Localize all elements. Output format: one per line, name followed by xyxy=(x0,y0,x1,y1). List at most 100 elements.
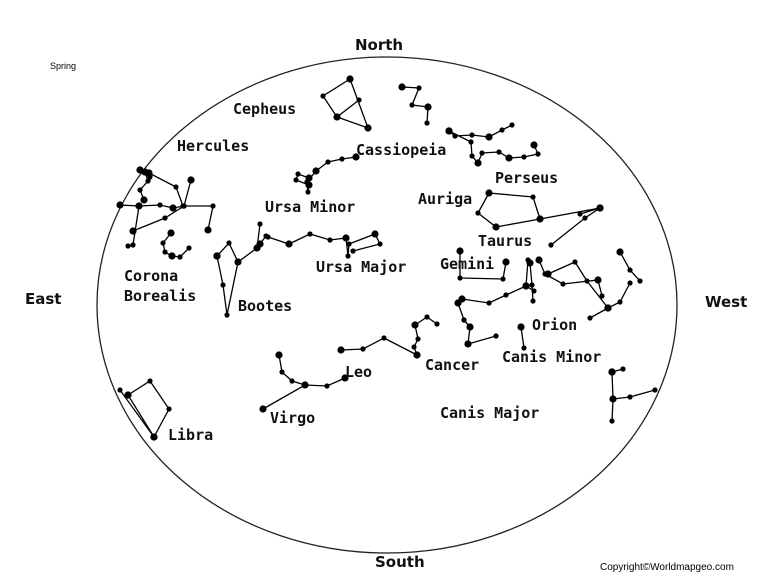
canisMinor-star xyxy=(517,323,525,331)
canisMajor-star xyxy=(608,368,616,376)
perseus-star xyxy=(468,139,474,145)
orion-star xyxy=(572,259,578,265)
label-cepheus: Cepheus xyxy=(233,100,296,118)
label-leo: Leo xyxy=(345,363,372,381)
label-ursa-major: Ursa Major xyxy=(316,258,406,276)
ursaMajor-star xyxy=(377,241,383,247)
orion-line xyxy=(547,261,609,319)
hercules-star xyxy=(129,227,137,235)
cancer-star xyxy=(493,333,499,339)
leo-star xyxy=(360,346,366,352)
corona-star xyxy=(186,245,192,251)
leo-star xyxy=(413,351,421,359)
bootes-line xyxy=(216,223,261,263)
ursaMajor-star xyxy=(371,230,379,238)
libra-line xyxy=(119,389,155,438)
ursaMajor-star xyxy=(350,248,356,254)
libra-star xyxy=(147,378,153,384)
virgo-star xyxy=(259,405,267,413)
gemini-line xyxy=(529,262,534,302)
hercules-line xyxy=(139,171,149,201)
label-virgo: Virgo xyxy=(270,409,315,427)
hercules-star xyxy=(181,203,187,209)
gemini-star xyxy=(531,288,537,294)
leo-star xyxy=(381,335,387,341)
libra-star xyxy=(117,387,123,393)
libra-star xyxy=(150,433,158,441)
label-gemini: Gemini xyxy=(440,255,494,273)
perseus-star xyxy=(509,122,515,128)
hercules-star xyxy=(140,196,148,204)
auriga-line xyxy=(477,192,541,228)
perseus-star xyxy=(445,127,453,135)
bootes-star xyxy=(224,312,230,318)
hercules-star xyxy=(136,166,144,174)
label-orion: Orion xyxy=(532,316,577,334)
copyright: Copyright©Worldmapgeo.com xyxy=(600,562,734,573)
leo-star xyxy=(415,336,421,342)
cancer-star xyxy=(454,299,462,307)
orion-star xyxy=(587,315,593,321)
orion-star xyxy=(599,293,605,299)
orion-line xyxy=(619,251,641,282)
cancer-star xyxy=(464,340,472,348)
virgo-star xyxy=(324,383,330,389)
perseus-star xyxy=(485,133,493,141)
label-canis-major: Canis Major xyxy=(440,404,539,422)
corona-star xyxy=(160,240,166,246)
cassiopeia-star xyxy=(409,102,415,108)
gemini-line xyxy=(459,251,507,280)
auriga-star xyxy=(536,215,544,223)
label-perseus: Perseus xyxy=(495,169,558,187)
virgo-star xyxy=(341,374,349,382)
bootes-star xyxy=(226,240,232,246)
auriga-star xyxy=(475,210,481,216)
corona-star xyxy=(168,252,176,260)
season-label: Spring xyxy=(50,61,77,71)
gemini-star xyxy=(503,292,509,298)
label-ursa-minor: Ursa Minor xyxy=(265,198,355,216)
leo-star xyxy=(424,314,430,320)
perseus-star xyxy=(469,132,475,138)
virgo-star xyxy=(301,381,309,389)
gemini-star xyxy=(526,259,534,267)
orion-star xyxy=(627,280,633,286)
ursaMajor-star xyxy=(307,231,313,237)
hercules-star xyxy=(169,204,177,212)
gemini-star xyxy=(522,282,530,290)
ursaMajor-star xyxy=(327,237,333,243)
taurus-star xyxy=(548,242,554,248)
cassiopeia-star xyxy=(424,120,430,126)
bootes-star xyxy=(257,221,263,227)
auriga-star xyxy=(530,194,536,200)
cassiopeia-star xyxy=(416,85,422,91)
taurus-star xyxy=(577,211,583,217)
perseus-star xyxy=(496,149,502,155)
canisMinor-star xyxy=(521,345,527,351)
bootes-star xyxy=(220,282,226,288)
hercules-star xyxy=(147,174,153,180)
west-label: West xyxy=(705,293,747,311)
taurus-line xyxy=(550,207,601,246)
taurus-star xyxy=(596,204,604,212)
east-label: East xyxy=(25,290,61,308)
orion-star xyxy=(616,248,624,256)
hercules-star xyxy=(145,178,151,184)
canisMajor-star xyxy=(627,394,633,400)
label-auriga: Auriga xyxy=(418,190,472,208)
label-cancer: Cancer xyxy=(425,356,479,374)
ursaMajor-star xyxy=(345,253,351,259)
hercules-line xyxy=(127,205,140,247)
ursaMajor-star xyxy=(265,234,271,240)
hercules-line xyxy=(148,172,184,207)
hercules-star xyxy=(125,243,131,249)
orion-star xyxy=(535,256,543,264)
label-taurus: Taurus xyxy=(478,232,532,250)
ursaMinor-star xyxy=(305,181,313,189)
ursaMajor-star xyxy=(285,240,293,248)
virgo-line xyxy=(262,377,346,410)
label-hercules: Hercules xyxy=(177,137,249,155)
cepheus-star xyxy=(320,93,326,99)
cepheus-star xyxy=(364,124,372,132)
